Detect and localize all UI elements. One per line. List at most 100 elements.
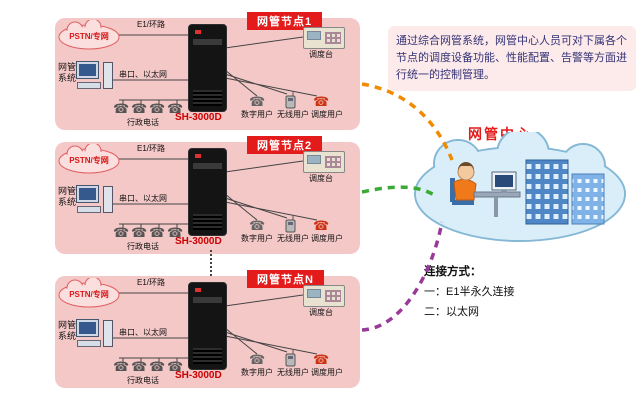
keyboard-icon [77,206,101,213]
admin-phones-label: 行政电话 [127,242,159,251]
server-model-label: SH-3000D [175,236,222,247]
e1-link-label: E1/环路 [137,278,166,287]
cabinet-panel [193,297,222,303]
digital-user-label: 数字用户 [241,368,273,377]
digital-user-icon: ☎ [249,94,266,109]
cloud-shape-icon [58,278,120,308]
pstn-cloud: PSTN/专网 [57,278,121,310]
telephone-icon: ☎ [149,225,166,240]
server-cabinet-icon [188,282,227,370]
admin-phones-label: 行政电话 [127,376,159,385]
nms-label: 网管系统 [58,320,77,342]
cabinet-panel [193,163,222,169]
keyboard-icon [77,340,101,347]
computer-icon [77,62,113,92]
pstn-label: PSTN/专网 [69,32,109,41]
telephone-icon: ☎ [131,101,148,116]
node-panel-2: 网管节点2 PSTN/专网 E1/环路 网管系统 串口、以太网 SH-3000D… [55,136,360,254]
server-cabinet-icon [188,148,227,236]
legend-heading: 连接方式： [424,266,482,278]
more-nodes-ellipsis [210,250,212,276]
serial-ethernet-label: 串口、以太网 [119,328,167,337]
node-title-badge: 网管节点1 [247,12,323,30]
e1-link-label: E1/环路 [137,144,166,153]
cabinet-led [195,288,201,292]
telephone-icon: ☎ [113,359,130,374]
telephone-icon: ☎ [131,359,148,374]
wiring-lines [112,158,318,232]
dispatch-user-icon: ☎ [313,94,330,109]
telephone-icon: ☎ [131,225,148,240]
building-icon [525,159,605,225]
pstn-cloud: PSTN/专网 [57,144,121,176]
dispatch-console-icon [303,27,345,49]
pstn-label: PSTN/专网 [69,156,109,165]
dispatch-user-label: 调度用户 [311,368,343,377]
tower-icon [103,320,113,347]
digital-user-icon: ☎ [249,352,266,367]
digital-user-label: 数字用户 [241,110,273,119]
keyboard-icon [77,82,101,89]
wireless-user-icon [283,90,297,109]
dispatch-user-icon: ☎ [313,218,330,233]
cloud-shape-icon [58,144,120,174]
wireless-user-icon [283,214,297,233]
telephone-icon: ☎ [167,101,184,116]
wireless-user-icon [283,348,297,367]
telephone-icon: ☎ [167,359,184,374]
legend-item-ethernet: 二：以太网 [424,306,479,318]
monitor-icon [77,62,98,78]
serial-ethernet-label: 串口、以太网 [119,70,167,79]
server-model-label: SH-3000D [175,112,222,123]
telephone-icon: ☎ [149,359,166,374]
wireless-user-label: 无线用户 [277,234,309,243]
tower-icon [103,62,113,89]
dispatch-user-icon: ☎ [313,352,330,367]
dispatch-console-label: 调度台 [309,308,333,317]
nms-label: 网管系统 [58,62,77,84]
wiring-lines [112,292,318,366]
node-panel-1: 网管节点1 PSTN/专网 E1/环路 网管系统 串口、以太网 SH-3000D… [55,12,360,130]
telephone-icon: ☎ [113,225,130,240]
cabinet-vent [193,90,222,106]
pstn-cloud: PSTN/专网 [57,20,121,52]
wireless-user-label: 无线用户 [277,110,309,119]
pstn-label: PSTN/专网 [69,290,109,299]
cabinet-vent [193,348,222,364]
connection-legend: 连接方式： 一：E1半永久连接 二：以太网 [424,263,514,319]
digital-user-icon: ☎ [249,218,266,233]
telephone-icon: ☎ [167,225,184,240]
wireless-user-label: 无线用户 [277,368,309,377]
dispatch-console-icon [303,285,345,307]
wiring-lines [112,34,318,108]
nmc-cloud [408,127,633,247]
operator-desk-icon [450,162,521,217]
computer-icon [77,320,113,350]
cabinet-led [195,30,201,34]
admin-phones-label: 行政电话 [127,118,159,127]
computer-icon [77,186,113,216]
monitor-icon [77,186,98,202]
node-panel-n: 网管节点N PSTN/专网 E1/环路 网管系统 串口、以太网 SH-3000D… [55,270,360,388]
monitor-icon [77,320,98,336]
dispatch-user-label: 调度用户 [311,234,343,243]
dispatch-console-label: 调度台 [309,174,333,183]
dispatch-console-label: 调度台 [309,50,333,59]
legend-item-e1: 一：E1半永久连接 [424,286,515,298]
serial-ethernet-label: 串口、以太网 [119,194,167,203]
e1-link-label: E1/环路 [137,20,166,29]
cloud-shape-icon [58,20,120,50]
cabinet-vent [193,214,222,230]
telephone-icon: ☎ [149,101,166,116]
telephone-icon: ☎ [113,101,130,116]
node-title-badge: 网管节点N [247,270,324,288]
dispatch-console-icon [303,151,345,173]
server-model-label: SH-3000D [175,370,222,381]
server-cabinet-icon [188,24,227,112]
cabinet-led [195,154,201,158]
dispatch-user-label: 调度用户 [311,110,343,119]
tower-icon [103,186,113,213]
digital-user-label: 数字用户 [241,234,273,243]
cabinet-panel [193,39,222,45]
